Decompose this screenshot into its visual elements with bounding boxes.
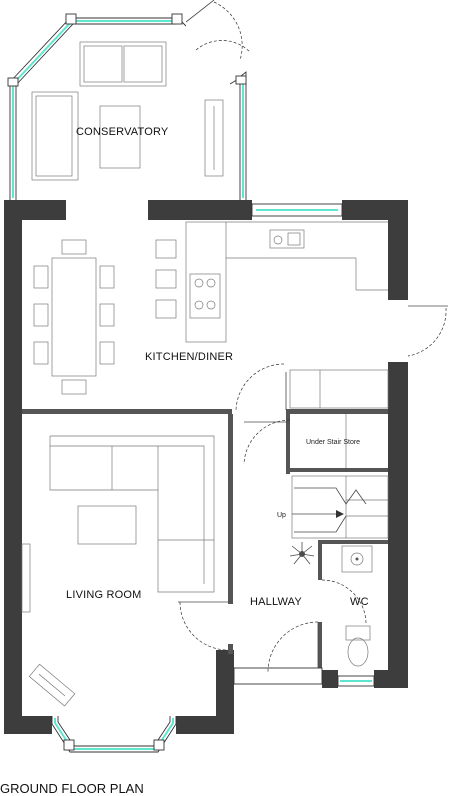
kitchen-side-door <box>407 305 448 357</box>
label-wc: WC <box>350 596 369 608</box>
conservatory-furniture <box>31 41 224 181</box>
stairs <box>291 475 389 539</box>
front-door <box>233 621 323 685</box>
label-conservatory: CONSERVATORY <box>76 126 169 138</box>
plan-title: GROUND FLOOR PLAN <box>0 781 144 796</box>
label-stairs-up: Up <box>277 512 286 519</box>
label-kitchen-diner: KITCHEN/DINER <box>145 351 233 363</box>
plant-icon <box>289 542 315 565</box>
living-side-unit <box>21 543 31 613</box>
internal-walls <box>22 409 388 670</box>
external-walls <box>4 200 408 734</box>
wc-window <box>337 675 375 687</box>
living-sofa <box>49 435 215 593</box>
coffee-table <box>77 505 137 545</box>
store-door <box>243 419 291 465</box>
wc-fittings <box>321 545 373 667</box>
conservatory-glazing <box>7 13 247 200</box>
conservatory-door <box>185 0 251 61</box>
kitchen-units <box>155 221 389 409</box>
label-under-stair-store: Under Stair Store <box>306 439 360 446</box>
living-door <box>178 601 229 651</box>
bay-window <box>51 716 177 753</box>
kitchen-window <box>251 203 343 217</box>
living-tv-unit <box>28 663 76 707</box>
dining-table <box>33 239 115 395</box>
label-living-room: LIVING ROOM <box>66 589 142 601</box>
kitchen-hall-door <box>235 363 287 411</box>
label-hallway: HALLWAY <box>250 596 302 608</box>
